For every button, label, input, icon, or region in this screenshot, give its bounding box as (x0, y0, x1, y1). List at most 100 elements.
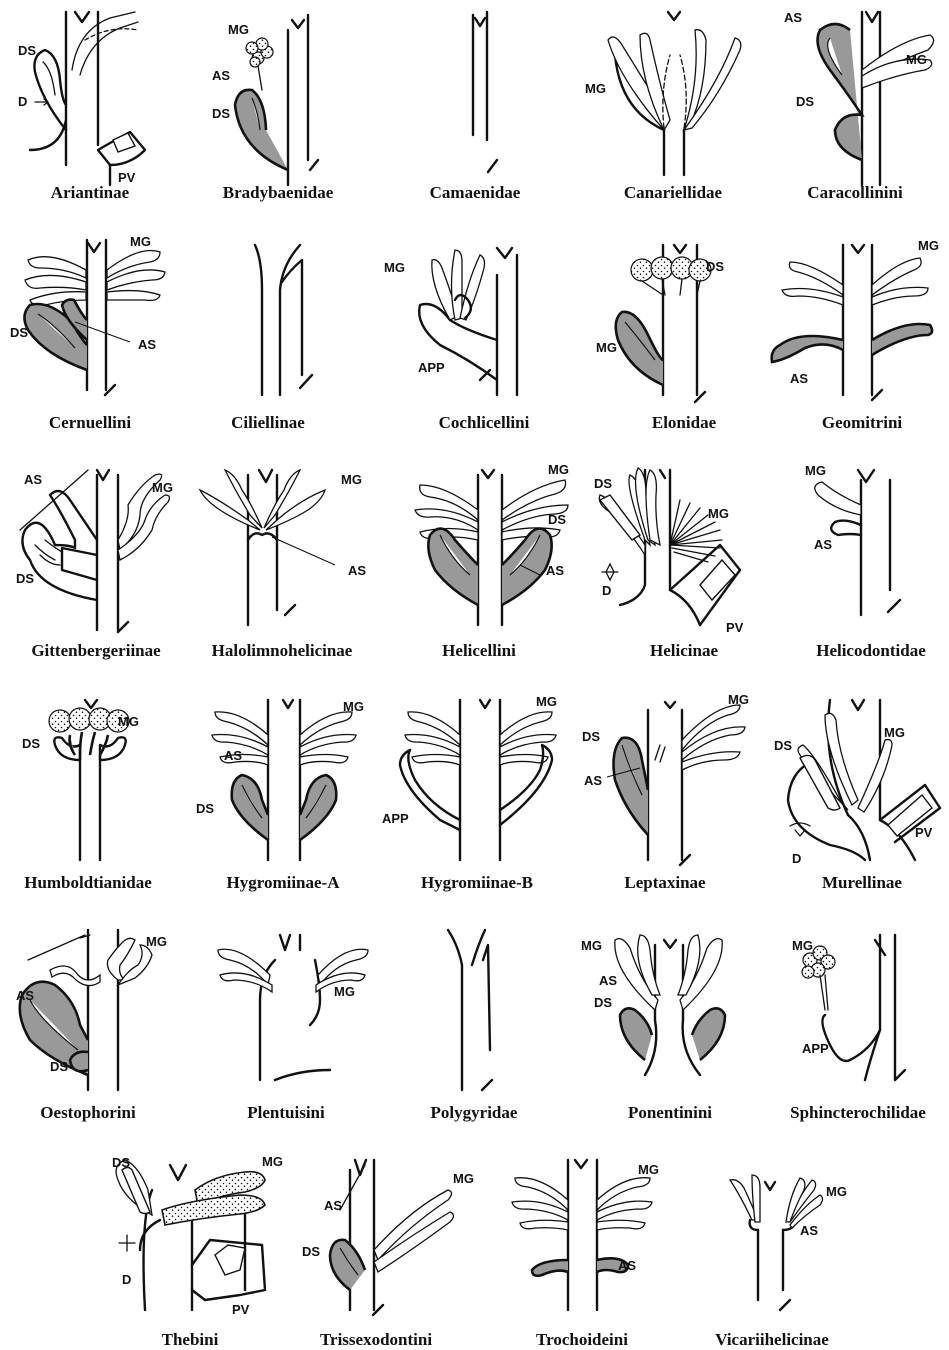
taxon-name-hygromiinae-a: Hygromiinae-A (226, 873, 340, 892)
organ-tag-ds: DS (16, 571, 34, 586)
panel-hygromiinae-a (212, 700, 356, 860)
panel-ariantinae (30, 12, 145, 185)
organ-tag-pv: PV (915, 825, 933, 840)
organ-tag-ds: DS (706, 259, 724, 274)
taxon-name-elonidae: Elonidae (652, 413, 717, 432)
panel-ponentinini (615, 935, 725, 1075)
organ-tag-mg: MG (152, 480, 173, 495)
organ-tag-mg: MG (805, 463, 826, 478)
taxon-name-murellinae: Murellinae (822, 873, 902, 892)
panel-plentuisini (218, 935, 368, 1080)
organ-tag-mg: MG (130, 234, 151, 249)
taxon-name-plentuisini: Plentuisini (247, 1103, 325, 1122)
organ-tag-d: D (792, 851, 801, 866)
panel-thebini (116, 1160, 265, 1310)
panel-sphincterochilidae (802, 935, 905, 1080)
organ-tag-mg: MG (334, 984, 355, 999)
taxon-name-helicinae: Helicinae (650, 641, 718, 660)
taxon-name-halolimnohelicinae: Halolimnohelicinae (212, 641, 353, 660)
organ-tag-as: AS (790, 371, 808, 386)
organ-tag-as: AS (212, 68, 230, 83)
organ-tag-mg: MG (453, 1171, 474, 1186)
organ-tag-ds: DS (22, 736, 40, 751)
panel-oestophorini (20, 930, 152, 1090)
panel-caracollinini (818, 12, 934, 185)
organ-tag-ds: DS (594, 476, 612, 491)
taxon-name-ciliellinae: Ciliellinae (231, 413, 305, 432)
panel-trochoideini (512, 1160, 652, 1310)
organ-tag-as: AS (584, 773, 602, 788)
taxon-name-trochoideini: Trochoideini (536, 1330, 628, 1349)
organ-tag-d: D (602, 583, 611, 598)
organ-tag-app: APP (802, 1041, 829, 1056)
panel-camaenidae (473, 12, 497, 172)
panel-halolimnohelicinae (200, 470, 335, 625)
organ-tag-mg: MG (884, 725, 905, 740)
organ-tag-mg: MG (118, 714, 139, 729)
organ-tag-ds: DS (548, 512, 566, 527)
organ-tag-pv: PV (232, 1302, 250, 1317)
taxon-name-ariantinae: Ariantinae (51, 183, 130, 202)
organ-tag-mg: MG (228, 22, 249, 37)
organ-tag-mg: MG (581, 938, 602, 953)
organ-tag-as: AS (348, 563, 366, 578)
organ-tag-as: AS (16, 988, 34, 1003)
organ-tag-mg: MG (596, 340, 617, 355)
organ-tag-app: APP (418, 360, 445, 375)
organ-tag-ds: DS (594, 995, 612, 1010)
organ-tag-mg: MG (918, 238, 939, 253)
organ-tag-mg: MG (792, 938, 813, 953)
panel-hygromiinae-b (400, 700, 556, 860)
taxon-name-bradybaenidae: Bradybaenidae (223, 183, 334, 202)
organ-tag-ds: DS (18, 43, 36, 58)
organ-tag-mg: MG (728, 692, 749, 707)
organ-tag-mg: MG (536, 694, 557, 709)
organ-tag-mg: MG (638, 1162, 659, 1177)
panel-gittenbergeriinae (20, 470, 169, 632)
taxon-name-cochlicellini: Cochlicellini (439, 413, 530, 432)
organ-tag-mg: MG (548, 462, 569, 477)
organ-tag-mg: MG (585, 81, 606, 96)
organ-tag-mg: MG (826, 1184, 847, 1199)
panel-bradybaenidae (235, 15, 318, 185)
taxon-name-helicellini: Helicellini (442, 641, 516, 660)
organ-tag-ds: DS (582, 729, 600, 744)
organ-tag-mg: MG (343, 699, 364, 714)
organ-tag-as: AS (599, 973, 617, 988)
organ-tag-ds: DS (196, 801, 214, 816)
organ-tag-as: AS (324, 1198, 342, 1213)
organ-tag-as: AS (546, 563, 564, 578)
organ-tag-as: AS (24, 472, 42, 487)
organ-tag-pv: PV (726, 620, 744, 635)
panel-polygyridae (448, 930, 492, 1090)
organ-tag-ds: DS (10, 325, 28, 340)
taxon-name-thebini: Thebini (162, 1330, 219, 1349)
panel-helicinae (599, 468, 740, 625)
taxon-name-gittenbergeriinae: Gittenbergeriinae (31, 641, 161, 660)
taxon-name-sphincterochilidae: Sphincterochilidae (790, 1103, 926, 1122)
panel-canariellidae (608, 12, 741, 175)
panel-leptaxinae (607, 702, 745, 865)
organ-tag-as: AS (138, 337, 156, 352)
taxon-name-layer: Ariantinae Bradybaenidae Camaenidae Canarie… (24, 183, 926, 1349)
taxon-name-leptaxinae: Leptaxinae (624, 873, 706, 892)
taxon-name-camaenidae: Camaenidae (430, 183, 521, 202)
organ-tag-as: AS (800, 1223, 818, 1238)
panel-ciliellinae (255, 245, 312, 395)
organ-tag-ds: DS (50, 1059, 68, 1074)
panel-cernuellini (24, 240, 165, 395)
taxon-name-canariellidae: Canariellidae (624, 183, 723, 202)
taxon-name-oestophorini: Oestophorini (40, 1103, 136, 1122)
organ-tag-d: D (122, 1272, 131, 1287)
organ-tag-ds: DS (212, 106, 230, 121)
organ-tag-ds: DS (112, 1155, 130, 1170)
organ-tag-mg: MG (906, 52, 927, 67)
organ-tag-mg: MG (262, 1154, 283, 1169)
organ-tag-d: D (18, 94, 27, 109)
organ-tag-mg: MG (146, 934, 167, 949)
panel-vicariihelicinae (730, 1175, 823, 1310)
panel-humboldtianidae (49, 700, 129, 860)
organ-tag-mg: MG (341, 472, 362, 487)
taxon-name-caracollinini: Caracollinini (807, 183, 903, 202)
